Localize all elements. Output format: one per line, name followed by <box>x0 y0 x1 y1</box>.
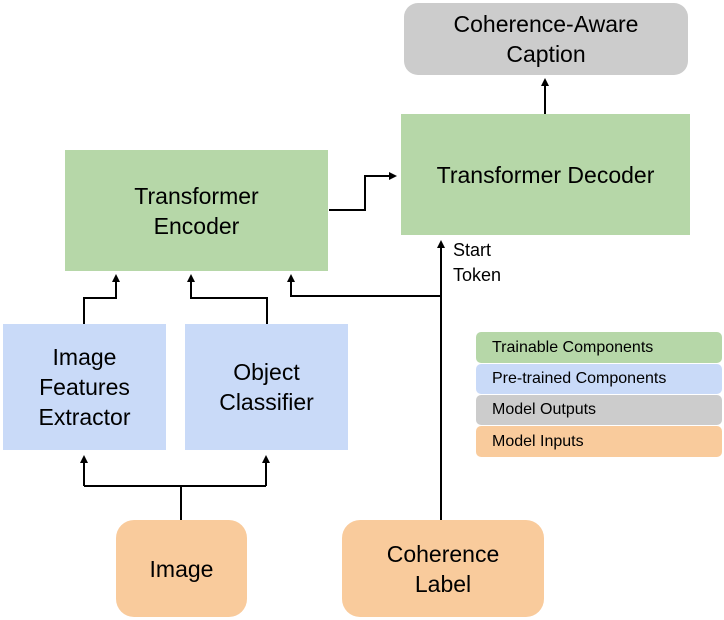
arrow-image-split <box>84 485 266 520</box>
coherence-label-label: Coherence Label <box>386 540 500 597</box>
object-classifier-label: Object Classifier <box>219 359 314 415</box>
transformer-decoder-node: Transformer Decoder <box>401 114 690 235</box>
legend-label-pretrained: Pre-trained Components <box>492 370 667 387</box>
coherence-aware-caption-label: Coherence-Aware Caption <box>453 11 639 67</box>
legend-label-outputs: Model Outputs <box>492 401 597 418</box>
transformer-encoder-label: Transformer Encoder <box>134 182 259 239</box>
arrow-encoder-to-decoder <box>329 172 397 211</box>
arrow-features-to-encoder <box>83 274 120 324</box>
transformer-encoder-node: Transformer Encoder <box>65 150 328 271</box>
start-token-label: Start Token <box>453 240 502 285</box>
legend-item-trainable: Trainable Components <box>476 332 722 363</box>
arrow-label-to-encoder <box>287 274 441 297</box>
legend-item-inputs: Model Inputs <box>476 426 722 457</box>
image-input-node: Image <box>116 520 247 617</box>
legend-item-pretrained: Pre-trained Components <box>476 364 722 394</box>
legend-label-inputs: Model Inputs <box>492 432 584 450</box>
arrow-classifier-to-encoder <box>187 274 268 324</box>
legend-label-trainable: Trainable Components <box>492 338 654 356</box>
coherence-label-node: Coherence Label <box>342 520 544 617</box>
transformer-decoder-label: Transformer Decoder <box>436 161 655 188</box>
image-features-extractor-node: Image Features Extractor <box>3 324 166 450</box>
legend-item-outputs: Model Outputs <box>476 395 722 425</box>
object-classifier-node: Object Classifier <box>185 324 348 450</box>
image-input-label: Image <box>149 555 214 582</box>
image-features-extractor-label: Image Features Extractor <box>38 344 131 430</box>
coherence-aware-caption-node: Coherence-Aware Caption <box>404 3 688 75</box>
